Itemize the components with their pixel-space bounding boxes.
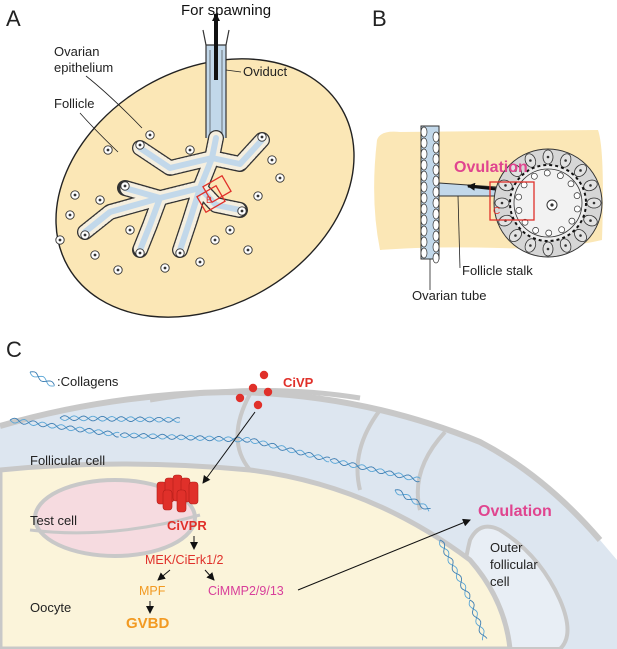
follicle xyxy=(135,140,145,150)
ovarian-tube-b xyxy=(420,125,440,264)
follicle xyxy=(145,130,155,140)
collagen-fiber xyxy=(119,432,251,443)
ovarian-tube-label: Ovarian tube xyxy=(412,288,486,303)
panel-a: A B For spawning Oviduct Ovarian epithel… xyxy=(6,2,355,318)
ovulation-label-c: Ovulation xyxy=(478,503,552,520)
collagen-fiber xyxy=(468,599,488,641)
follicles xyxy=(55,130,285,275)
collagen-fiber xyxy=(329,458,421,483)
follicle xyxy=(113,265,123,275)
panel-c: C CiVP xyxy=(0,337,617,649)
collagen-fiber xyxy=(439,539,471,600)
oviduct-label: Oviduct xyxy=(243,64,287,79)
panel-c-letter: C xyxy=(6,337,22,362)
follicle xyxy=(135,248,145,258)
collagen-fiber xyxy=(9,417,120,438)
collagen-fiber xyxy=(249,438,331,463)
follicular-cell-label: Follicular cell xyxy=(30,453,105,468)
inset-box-b xyxy=(196,184,226,214)
panel-b: B C Ovulation Follicle stalk Ovaria xyxy=(372,6,603,303)
follicle xyxy=(237,206,247,216)
outer-follicular-label-line2: follicular xyxy=(490,557,538,572)
inset-marker-b: B xyxy=(206,195,212,205)
follicle xyxy=(210,235,220,245)
outer-follicular-label-line1: Outer xyxy=(490,540,523,555)
test-cell-label: Test cell xyxy=(30,513,77,528)
ovarian-branches xyxy=(77,130,270,258)
follicle xyxy=(275,173,285,183)
mpf-label: MPF xyxy=(139,584,166,598)
follicle xyxy=(257,132,267,142)
civpr-label: CiVPR xyxy=(167,518,207,533)
outer-follicular-label-line3: cell xyxy=(490,574,510,589)
follicle-stalk-label: Follicle stalk xyxy=(462,263,533,278)
collagen-fibers xyxy=(9,371,488,641)
inset-box-c xyxy=(489,181,535,221)
civp-label: CiVP xyxy=(283,375,314,390)
follicle-label: Follicle xyxy=(54,96,94,111)
follicle-b xyxy=(493,148,603,258)
panel-b-letter: B xyxy=(372,6,387,31)
follicle xyxy=(90,250,100,260)
oocyte-label: Oocyte xyxy=(30,600,71,615)
follicle xyxy=(195,257,205,267)
panel-a-letter: A xyxy=(6,6,21,31)
follicle xyxy=(70,190,80,200)
follicle xyxy=(185,145,195,155)
follicle xyxy=(175,248,185,258)
test-cell xyxy=(33,478,197,558)
follicle xyxy=(65,210,75,220)
ovarian-epithelium-label-line2: epithelium xyxy=(54,60,113,75)
follicle xyxy=(160,263,170,273)
for-spawning-label: For spawning xyxy=(181,2,271,19)
follicle xyxy=(125,225,135,235)
follicle xyxy=(55,235,65,245)
collagen-fiber xyxy=(29,371,55,387)
oviduct-tube xyxy=(202,13,230,138)
follicle xyxy=(253,191,263,201)
inset-marker-c: C xyxy=(493,206,500,217)
civpr-receptor xyxy=(156,474,199,513)
ovarian-epithelium-label-line1: Ovarian xyxy=(54,44,100,59)
follicle xyxy=(225,225,235,235)
gvbd-label: GVBD xyxy=(126,615,170,632)
follicle xyxy=(243,245,253,255)
collagen-fiber xyxy=(394,489,431,512)
ovulation-label-b: Ovulation xyxy=(454,159,528,176)
follicle xyxy=(267,155,277,165)
follicle xyxy=(95,195,105,205)
civp-dots xyxy=(235,370,273,410)
collagen-fiber xyxy=(59,415,181,423)
collagens-label: :Collagens xyxy=(57,374,119,389)
follicle xyxy=(120,181,130,191)
mek-label: MEK/CiErk1/2 xyxy=(145,553,224,567)
follicle xyxy=(103,145,113,155)
cimmp-label: CiMMP2/9/13 xyxy=(208,584,284,598)
follicle xyxy=(80,230,90,240)
